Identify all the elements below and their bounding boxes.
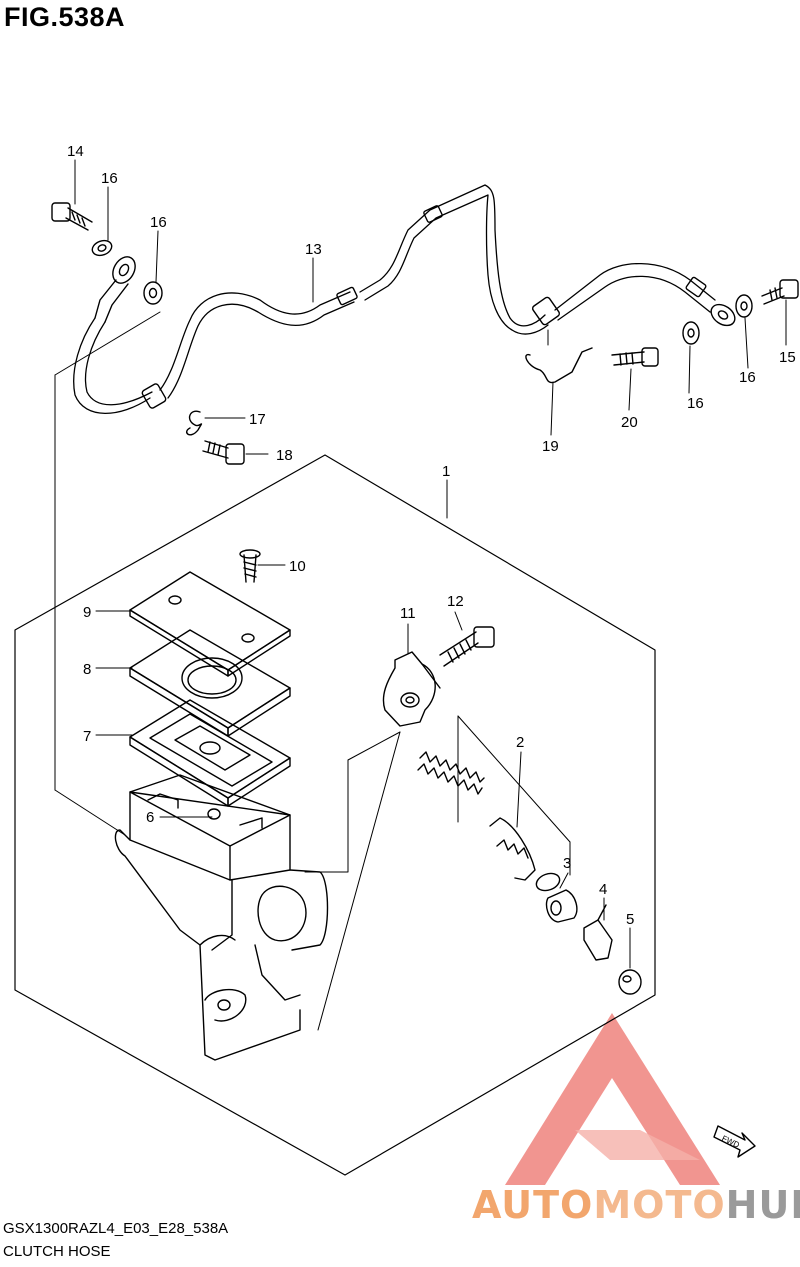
diaphragm-7 xyxy=(129,699,291,807)
callout-16d: 16 xyxy=(739,369,756,386)
banjo-bolt-14 xyxy=(51,202,93,231)
callout-16a: 16 xyxy=(101,170,118,187)
push-rod-4 xyxy=(583,904,613,961)
callout-18: 18 xyxy=(276,447,293,464)
clip-17 xyxy=(186,410,203,436)
pivot-bracket-11 xyxy=(382,651,441,727)
master-cylinder-body xyxy=(114,774,329,1061)
callout-6: 6 xyxy=(146,809,154,826)
callout-leaders xyxy=(74,159,787,969)
figure-title: FIG.538A xyxy=(4,2,126,32)
callout-1: 1 xyxy=(442,463,450,480)
banjo-bolt-15 xyxy=(761,279,799,305)
callout-4: 4 xyxy=(599,881,607,898)
boot-3 xyxy=(545,889,578,923)
callout-9: 9 xyxy=(83,604,91,621)
callout-15: 15 xyxy=(779,349,796,366)
callout-19: 19 xyxy=(542,438,559,455)
callout-17: 17 xyxy=(249,411,266,428)
watermark-wordmark: AUTOMOTOHUB xyxy=(472,1183,800,1227)
clamp-19 xyxy=(525,347,593,384)
callout-14: 14 xyxy=(67,143,84,160)
bolt-20 xyxy=(611,347,659,367)
piston-spring-2 xyxy=(417,751,536,881)
callout-2: 2 xyxy=(516,734,524,751)
callout-16b: 16 xyxy=(150,214,167,231)
bolt-18 xyxy=(202,440,245,465)
washer-16a xyxy=(91,239,113,257)
washer-16d xyxy=(735,294,753,318)
pivot-bolt-12 xyxy=(439,626,495,667)
washer-16c xyxy=(682,321,700,345)
callout-13: 13 xyxy=(305,241,322,258)
washer-16b xyxy=(143,281,163,305)
callout-7: 7 xyxy=(83,728,91,745)
circlip-3 xyxy=(535,872,561,892)
callout-3: 3 xyxy=(563,855,571,872)
callout-8: 8 xyxy=(83,661,91,678)
screw-10 xyxy=(239,549,261,583)
assembly-outline-1 xyxy=(14,454,656,1176)
rod-end-5 xyxy=(618,969,642,995)
watermark-part-moto: MOTO xyxy=(593,1183,726,1227)
watermark-part-hub: HUB xyxy=(725,1183,800,1227)
clutch-hose-13 xyxy=(73,184,736,415)
callout-12: 12 xyxy=(447,593,464,610)
callout-labels: 14 16 16 13 15 16 16 17 18 19 20 1 10 9 … xyxy=(67,143,796,1150)
callout-5: 5 xyxy=(626,911,634,928)
watermark-part-auto: AUTO xyxy=(472,1183,594,1227)
callout-11: 11 xyxy=(400,605,416,622)
fwd-arrow-icon xyxy=(713,1125,756,1158)
reservoir-cap-9 xyxy=(129,571,291,677)
model-code: GSX1300RAZL4_E03_E28_538A xyxy=(3,1220,229,1237)
callout-16c: 16 xyxy=(687,395,704,412)
callout-10: 10 xyxy=(289,558,306,575)
diagram-caption: CLUTCH HOSE xyxy=(3,1243,111,1260)
callout-20: 20 xyxy=(621,414,638,431)
watermark-logo xyxy=(505,1013,720,1185)
